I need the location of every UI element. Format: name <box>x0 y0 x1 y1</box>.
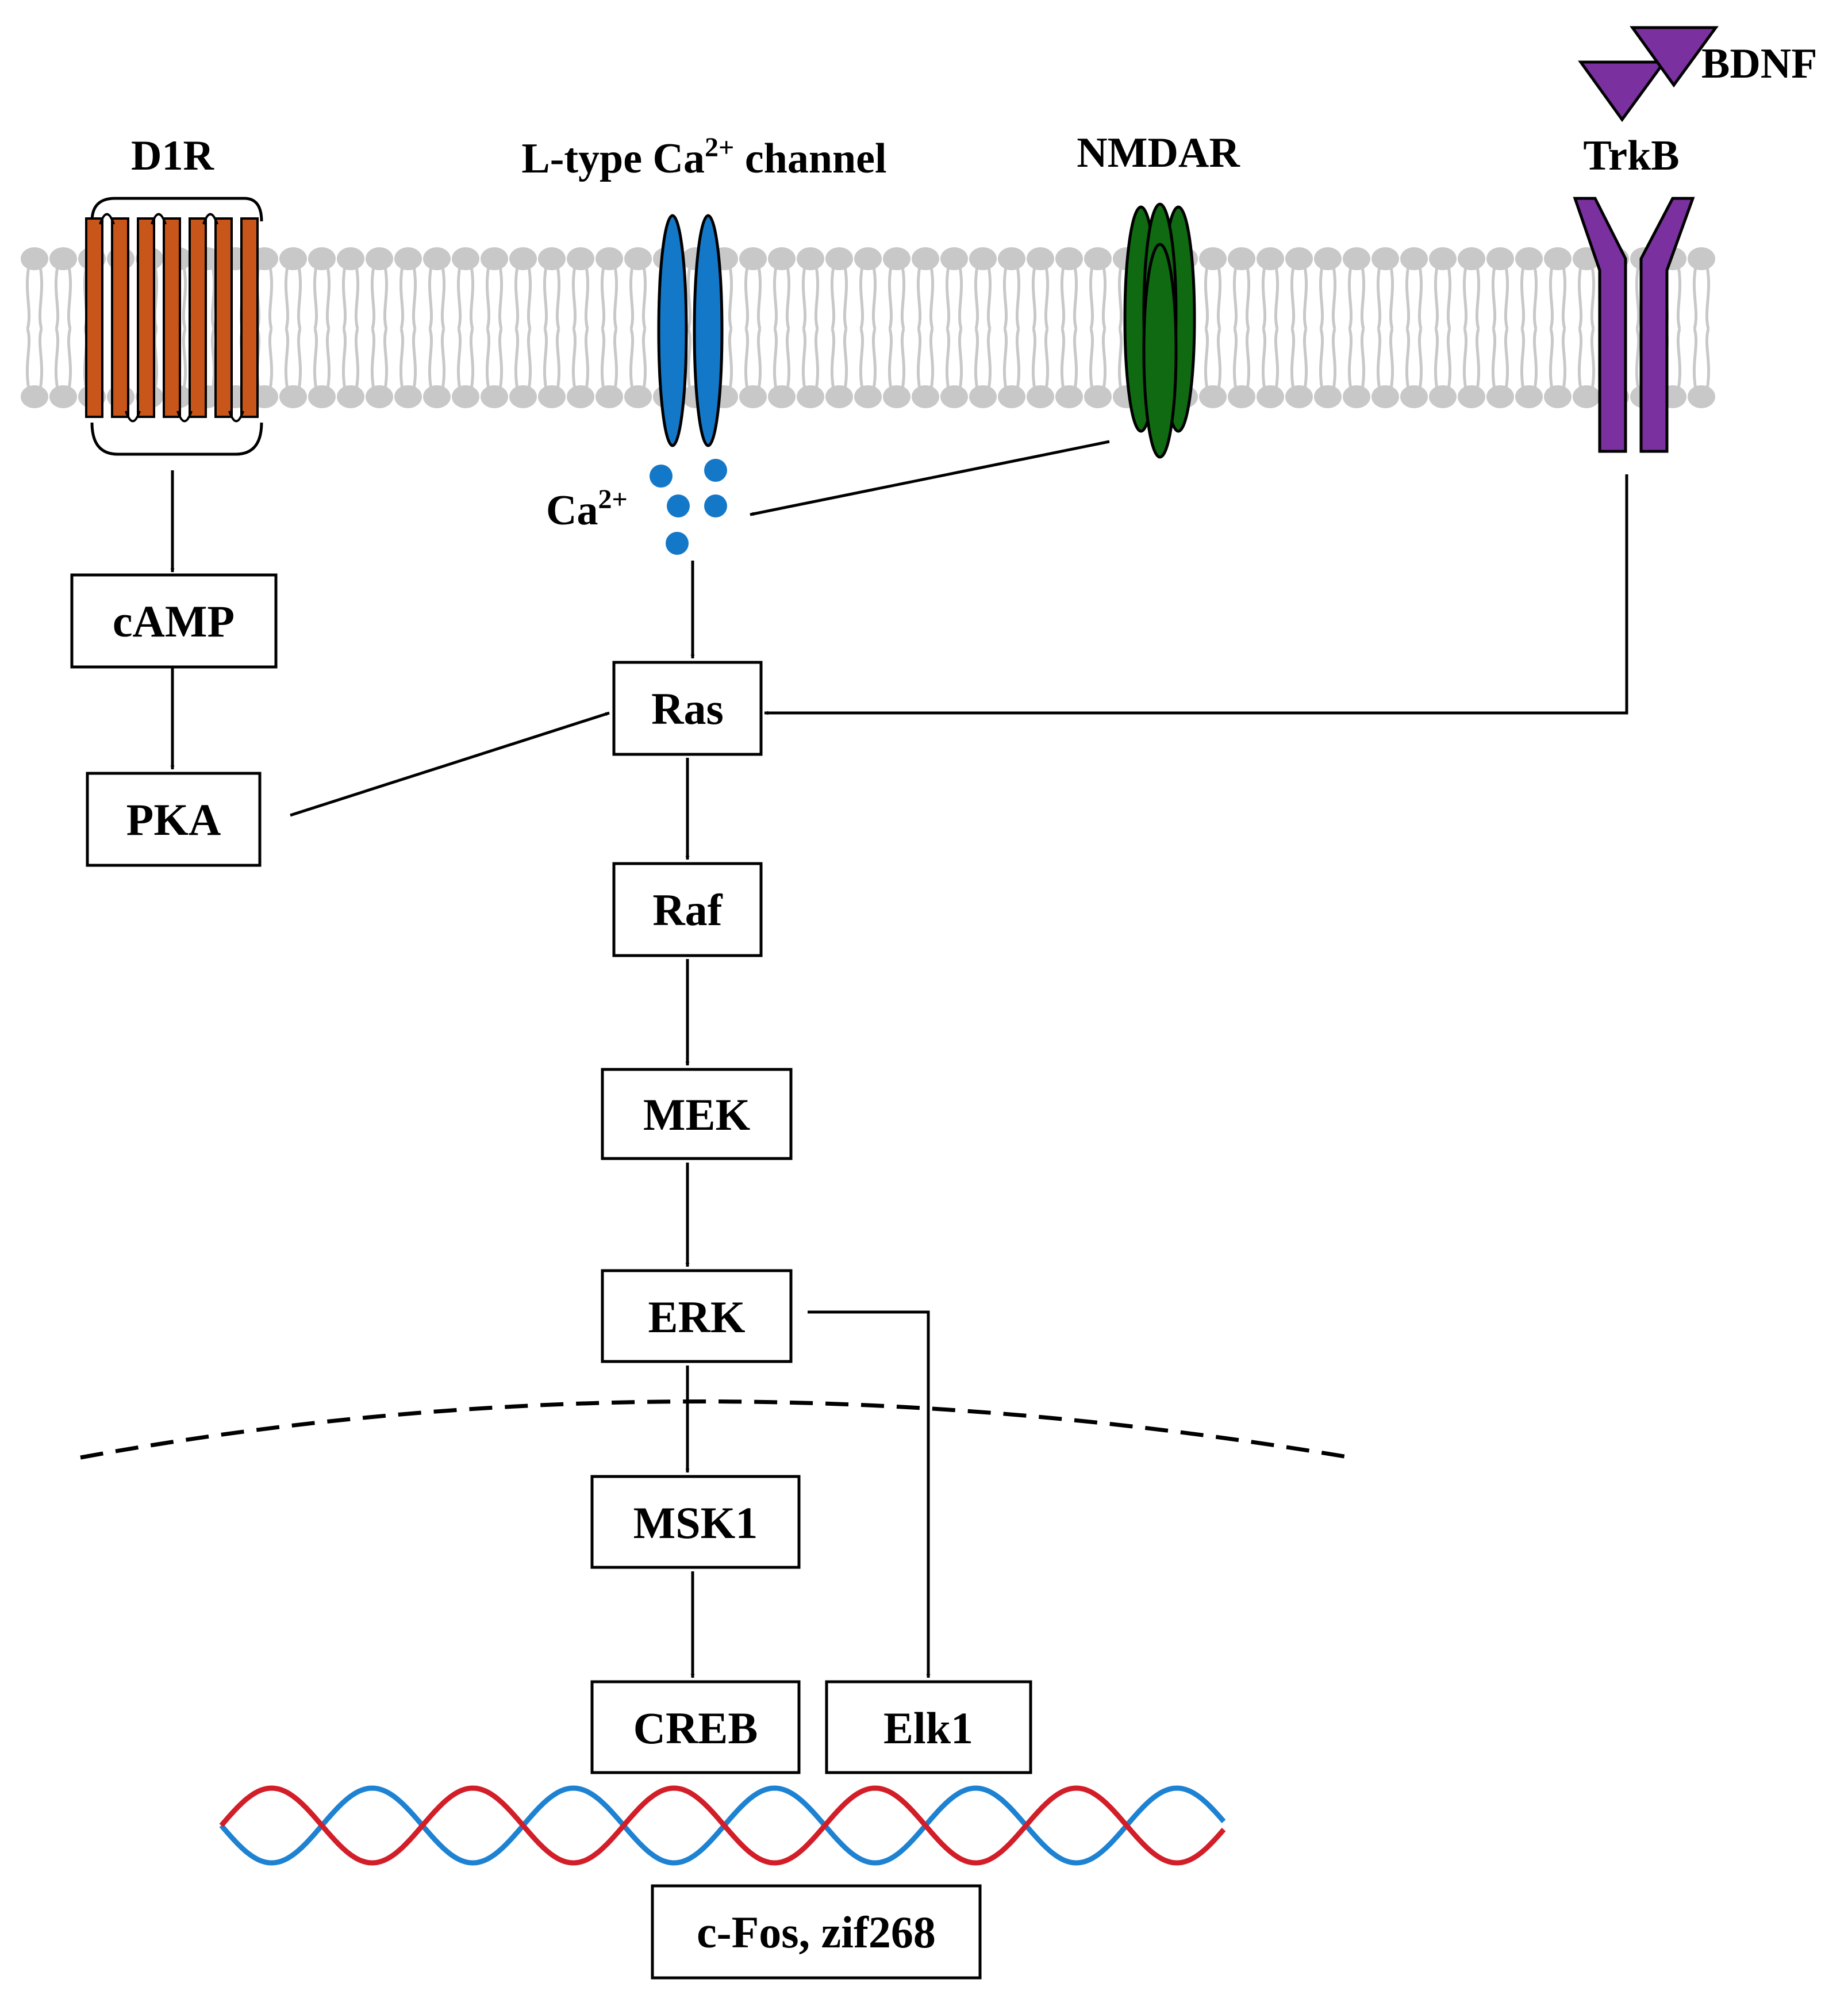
l-type-calcium-channel-icon <box>657 214 724 447</box>
creb-label: CREB <box>633 1703 758 1753</box>
bdnf-label: BDNF <box>1701 40 1817 87</box>
node-pka: PKA <box>86 772 262 867</box>
node-erk: ERK <box>601 1269 793 1363</box>
d1r-receptor-icon <box>85 197 263 456</box>
dna-helix-icon <box>219 1785 1226 1866</box>
nmdar-receptor-icon <box>1123 202 1196 459</box>
d1r-label: D1R <box>131 132 214 179</box>
ras-label: Ras <box>651 684 724 734</box>
nmdar-label: NMDAR <box>1077 129 1240 177</box>
node-ras: Ras <box>612 661 763 756</box>
node-msk1: MSK1 <box>590 1475 801 1569</box>
node-camp: cAMP <box>70 573 278 669</box>
raf-label: Raf <box>652 885 723 935</box>
elk1-label: Elk1 <box>883 1703 973 1753</box>
bdnf-ligand-icon <box>1578 26 1719 122</box>
camp-label: cAMP <box>113 596 235 646</box>
genes-label: c-Fos, zif268 <box>697 1907 936 1957</box>
cell-membrane <box>21 247 1715 408</box>
node-creb: CREB <box>590 1680 801 1774</box>
pathway-arrows <box>170 440 1628 1678</box>
calcium-label: Ca2+ <box>546 484 628 534</box>
mek-label: MEK <box>643 1090 751 1140</box>
node-elk1: Elk1 <box>825 1680 1032 1774</box>
trkb-receptor-icon <box>1573 197 1695 453</box>
nuclear-envelope <box>80 1399 1351 1460</box>
erk-label: ERK <box>648 1292 745 1342</box>
node-mek: MEK <box>601 1068 793 1160</box>
pka-label: PKA <box>126 795 221 845</box>
l-type-channel-label: L-type Ca2+ channel <box>521 132 886 182</box>
node-raf: Raf <box>612 862 763 957</box>
calcium-ions-icon <box>650 459 727 555</box>
msk1-label: MSK1 <box>633 1498 758 1548</box>
node-genes: c-Fos, zif268 <box>651 1884 982 1980</box>
trkb-label: TrkB <box>1583 132 1679 179</box>
